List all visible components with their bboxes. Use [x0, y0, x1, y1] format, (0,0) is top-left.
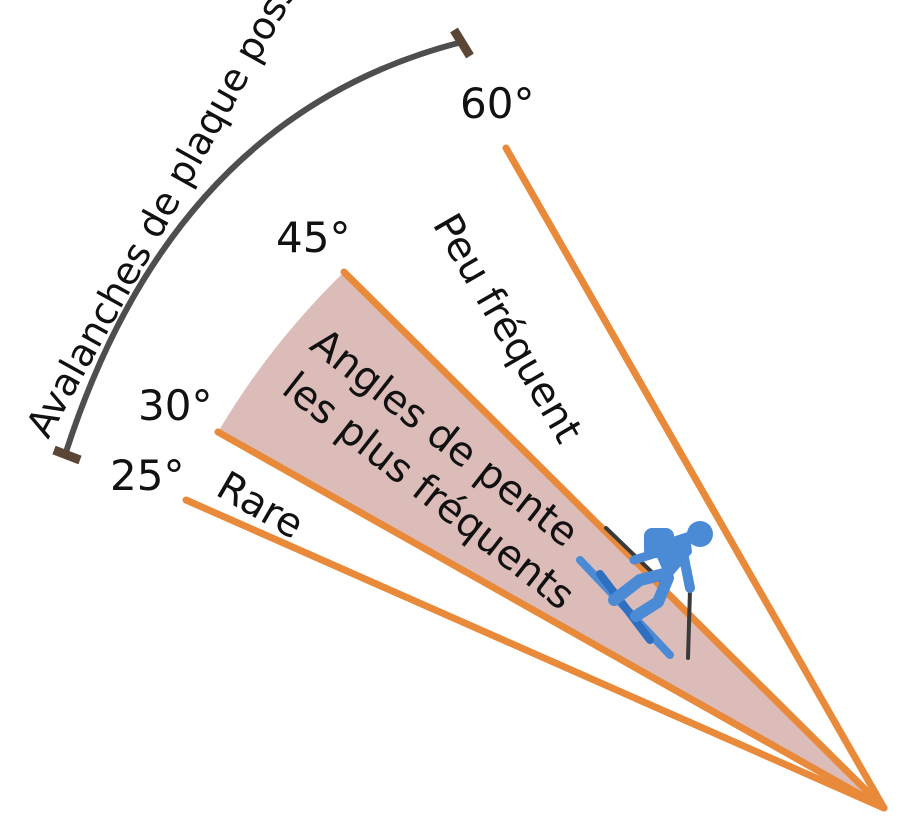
ray-45	[340, 268, 888, 812]
skier-icon	[576, 521, 713, 660]
ray-30	[214, 428, 888, 812]
angle-label-60: 60°	[460, 79, 534, 128]
arc-cap-top	[450, 27, 474, 59]
angle-label-25: 25°	[110, 451, 184, 500]
angle-label-45: 45°	[276, 213, 350, 262]
angle-label-30: 30°	[138, 381, 212, 430]
ray-25	[182, 496, 888, 812]
frequent-slope-sector	[218, 272, 884, 808]
ray-60	[502, 144, 888, 812]
slab-avalanche-arc	[63, 39, 463, 453]
arc-cap-bottom	[52, 445, 82, 465]
angle-rays	[182, 144, 888, 812]
